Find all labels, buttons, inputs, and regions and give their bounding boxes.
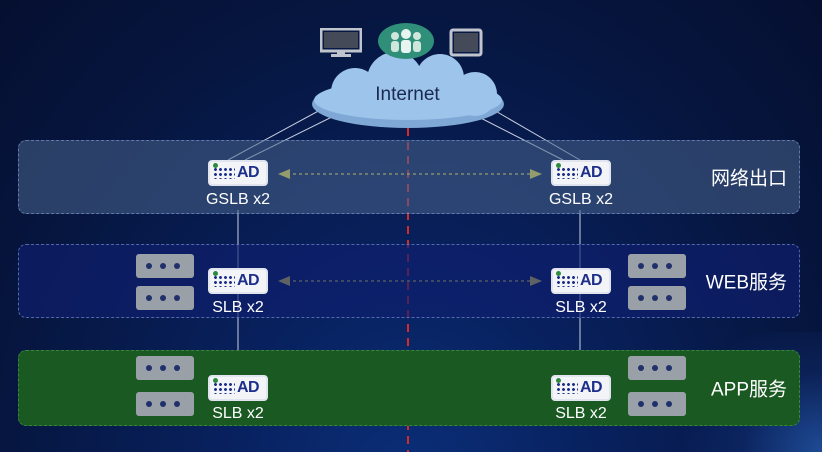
server-icon (628, 356, 686, 380)
port-dots (213, 275, 235, 287)
ad-device-slb-web-right: AD (551, 268, 611, 294)
layer-label-network-exit: 网络出口 (710, 168, 787, 190)
port-dots (213, 382, 235, 394)
internet-label: Internet (375, 84, 440, 105)
device-label-slb-web-left: SLB x2 (212, 299, 264, 316)
cloud-icon (312, 52, 504, 128)
ad-device-text: AD (237, 272, 260, 289)
device-label-slb-web-right: SLB x2 (555, 299, 607, 316)
ad-device-slb-app-right: AD (551, 375, 611, 401)
device-label-gslb-left: GSLB x2 (205, 191, 271, 208)
port-dots (556, 275, 578, 287)
port-dots (213, 167, 235, 179)
server-icon (628, 286, 686, 310)
status-led (213, 271, 218, 276)
ad-device-text: AD (580, 164, 603, 181)
ad-device-slb-app-left: AD (208, 375, 268, 401)
server-icon (628, 392, 686, 416)
device-label-gslb-right: GSLB x2 (548, 191, 614, 208)
ad-device-gslb-right: AD (551, 160, 611, 186)
ad-device-text: AD (237, 379, 260, 396)
server-icon (136, 254, 194, 278)
server-icon (136, 392, 194, 416)
port-dots (556, 382, 578, 394)
ad-device-text: AD (580, 379, 603, 396)
server-icon (136, 356, 194, 380)
port-dots (556, 167, 578, 179)
server-icon (628, 254, 686, 278)
layer-label-app-service: APP服务 (710, 379, 787, 401)
status-led (556, 163, 561, 168)
layer-network-exit: 网络出口 (18, 140, 800, 214)
layer-label-web-service: WEB服务 (705, 272, 787, 294)
status-led (213, 378, 218, 383)
device-label-slb-app-left: SLB x2 (212, 405, 264, 422)
ad-device-text: AD (580, 272, 603, 289)
ad-device-gslb-left: AD (208, 160, 268, 186)
users-icon (378, 23, 434, 59)
server-icon (136, 286, 194, 310)
device-label-slb-app-right: SLB x2 (555, 405, 607, 422)
monitor-icon (320, 28, 362, 57)
status-led (556, 378, 561, 383)
status-led (213, 163, 218, 168)
tablet-icon (449, 28, 483, 57)
status-led (556, 271, 561, 276)
ad-device-slb-web-left: AD (208, 268, 268, 294)
ad-device-text: AD (237, 164, 260, 181)
